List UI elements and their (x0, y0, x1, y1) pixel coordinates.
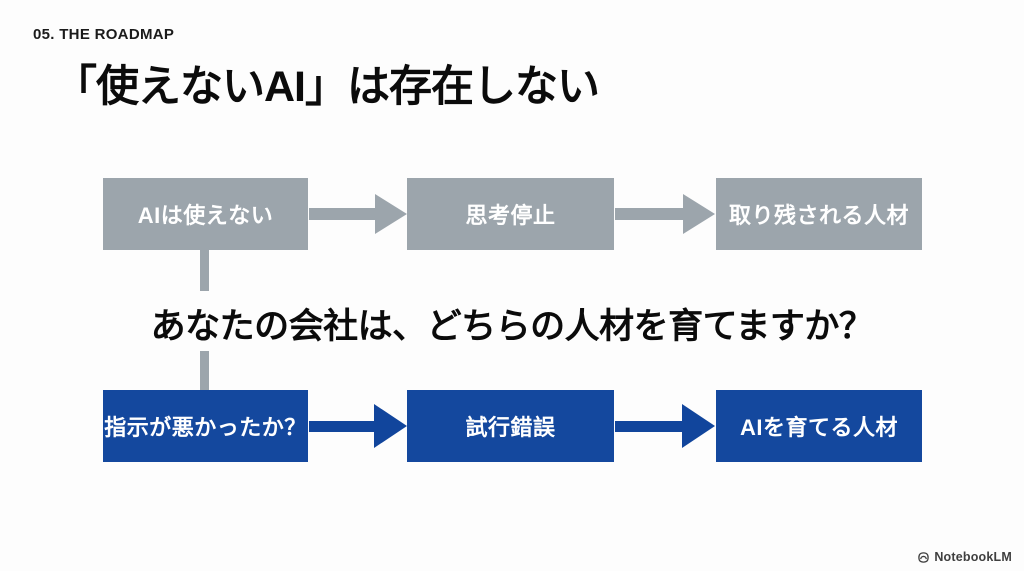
flow-node-left-behind: 取り残される人材 (716, 178, 922, 250)
flow-node-thinking-stops: 思考停止 (407, 178, 614, 250)
arrow-shaft (615, 420, 682, 432)
flow-node-trial-error: 試行錯誤 (407, 390, 614, 462)
arrow-head (375, 194, 407, 234)
connector-line (200, 250, 209, 291)
arrow-right-icon (309, 192, 407, 236)
arrow-shaft (615, 208, 683, 220)
arrow-right-icon (309, 404, 407, 448)
flow-node-grow-ai-talent: AIを育てる人材 (716, 390, 922, 462)
flow-node-ai-unusable: AIは使えない (103, 178, 308, 250)
watermark-brand: NotebookLM (934, 550, 1012, 564)
notebooklm-icon (917, 551, 930, 564)
slide-eyebrow: 05. THE ROADMAP (33, 26, 175, 43)
watermark: NotebookLM (917, 550, 1012, 564)
connector-line (200, 351, 209, 391)
question-text: あなたの会社は、どちらの人材を育てますか？ (150, 307, 874, 346)
arrow-right-icon (615, 404, 715, 448)
arrow-head (682, 404, 715, 448)
arrow-head (683, 194, 715, 234)
arrow-shaft (309, 420, 374, 432)
slide-title: 「使えないAI」は存在しない (54, 63, 600, 111)
arrow-shaft (309, 208, 375, 220)
flow-node-bad-instruction: 指示が悪かったか？ (103, 390, 308, 462)
arrow-right-icon (615, 192, 715, 236)
arrow-head (374, 404, 407, 448)
